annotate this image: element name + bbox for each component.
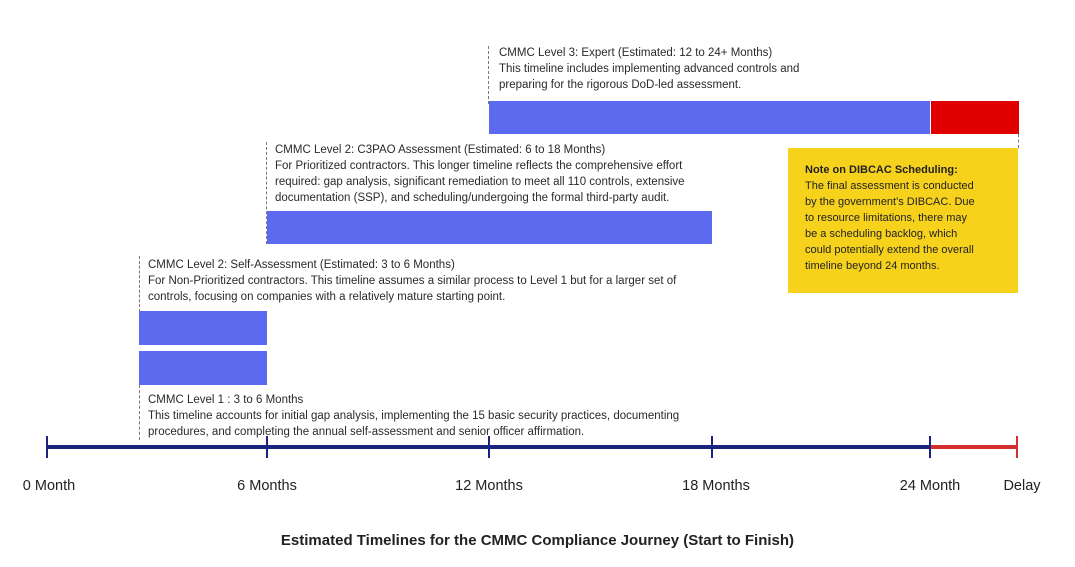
- tick-0: [46, 436, 48, 458]
- tick-18: [711, 436, 713, 458]
- axis-label-12: 12 Months: [455, 478, 523, 494]
- level2-c3pao-title: CMMC Level 2: C3PAO Assessment (Estimate…: [275, 144, 606, 156]
- note-title: Note on DIBCAC Scheduling:: [805, 164, 958, 176]
- level2-self-desc-line: controls, focusing on companies with a r…: [148, 291, 506, 303]
- chart-caption: Estimated Timelines for the CMMC Complia…: [280, 532, 795, 549]
- level2-c3pao-desc-line: documentation (SSP), and scheduling/unde…: [275, 192, 670, 204]
- dibcac-note: Note on DIBCAC Scheduling: The final ass…: [788, 148, 1018, 293]
- level1-desc-line: This timeline accounts for initial gap a…: [148, 410, 680, 422]
- axis-label-0: 0 Month: [22, 478, 76, 494]
- level1-title: CMMC Level 1 : 3 to 6 Months: [148, 394, 304, 406]
- tick-6: [266, 436, 268, 458]
- axis-label-6: 6 Months: [237, 478, 297, 494]
- level2-self-bar: [139, 311, 267, 345]
- level3-desc-line: This timeline includes implementing adva…: [499, 63, 800, 75]
- level3-title: CMMC Level 3: Expert (Estimated: 12 to 2…: [499, 47, 773, 59]
- note-line: to resource limitations, there may: [805, 212, 968, 224]
- note-line: by the government's DIBCAC. Due: [805, 196, 975, 208]
- level3-delay-bar: [931, 101, 1019, 134]
- note-line: timeline beyond 24 months.: [805, 260, 940, 272]
- level2-c3pao-guide: [266, 142, 267, 244]
- level1-bar: [139, 351, 267, 385]
- level1-guide: [139, 385, 140, 440]
- level2-self-text: CMMC Level 2: Self-Assessment (Estimated…: [148, 257, 676, 305]
- level3-desc-line: preparing for the rigorous DoD-led asses…: [499, 79, 742, 91]
- level2-self-desc-line: For Non-Prioritized contractors. This ti…: [148, 275, 677, 287]
- tick-delay: [1016, 436, 1018, 458]
- delay-axis: [930, 445, 1018, 449]
- level2-c3pao-desc-line: required: gap analysis, significant reme…: [275, 176, 685, 188]
- level3-guide: [488, 46, 489, 104]
- note-line: The final assessment is conducted: [805, 180, 974, 192]
- note-line: could potentially extend the overall: [805, 244, 974, 256]
- level2-self-title: CMMC Level 2: Self-Assessment (Estimated…: [148, 259, 455, 271]
- level2-c3pao-bar: [267, 211, 712, 244]
- axis-label-18: 18 Months: [682, 478, 750, 494]
- level2-c3pao-desc-line: For Prioritized contractors. This longer…: [275, 160, 683, 172]
- tick-12: [488, 436, 490, 458]
- tick-24: [929, 436, 931, 458]
- note-line: be a scheduling backlog, which: [805, 228, 958, 240]
- level1-desc-line: procedures, and completing the annual se…: [148, 426, 585, 438]
- axis-label-delay: Delay: [1003, 478, 1041, 494]
- level1-text: CMMC Level 1 : 3 to 6 Months This timeli…: [148, 392, 679, 440]
- delay-guide: [1018, 134, 1019, 148]
- level3-text: CMMC Level 3: Expert (Estimated: 12 to 2…: [499, 45, 799, 93]
- level2-c3pao-text: CMMC Level 2: C3PAO Assessment (Estimate…: [275, 142, 685, 206]
- level3-bar: [489, 101, 930, 134]
- axis-label-24: 24 Month: [899, 478, 961, 494]
- level2-self-guide: [139, 256, 140, 312]
